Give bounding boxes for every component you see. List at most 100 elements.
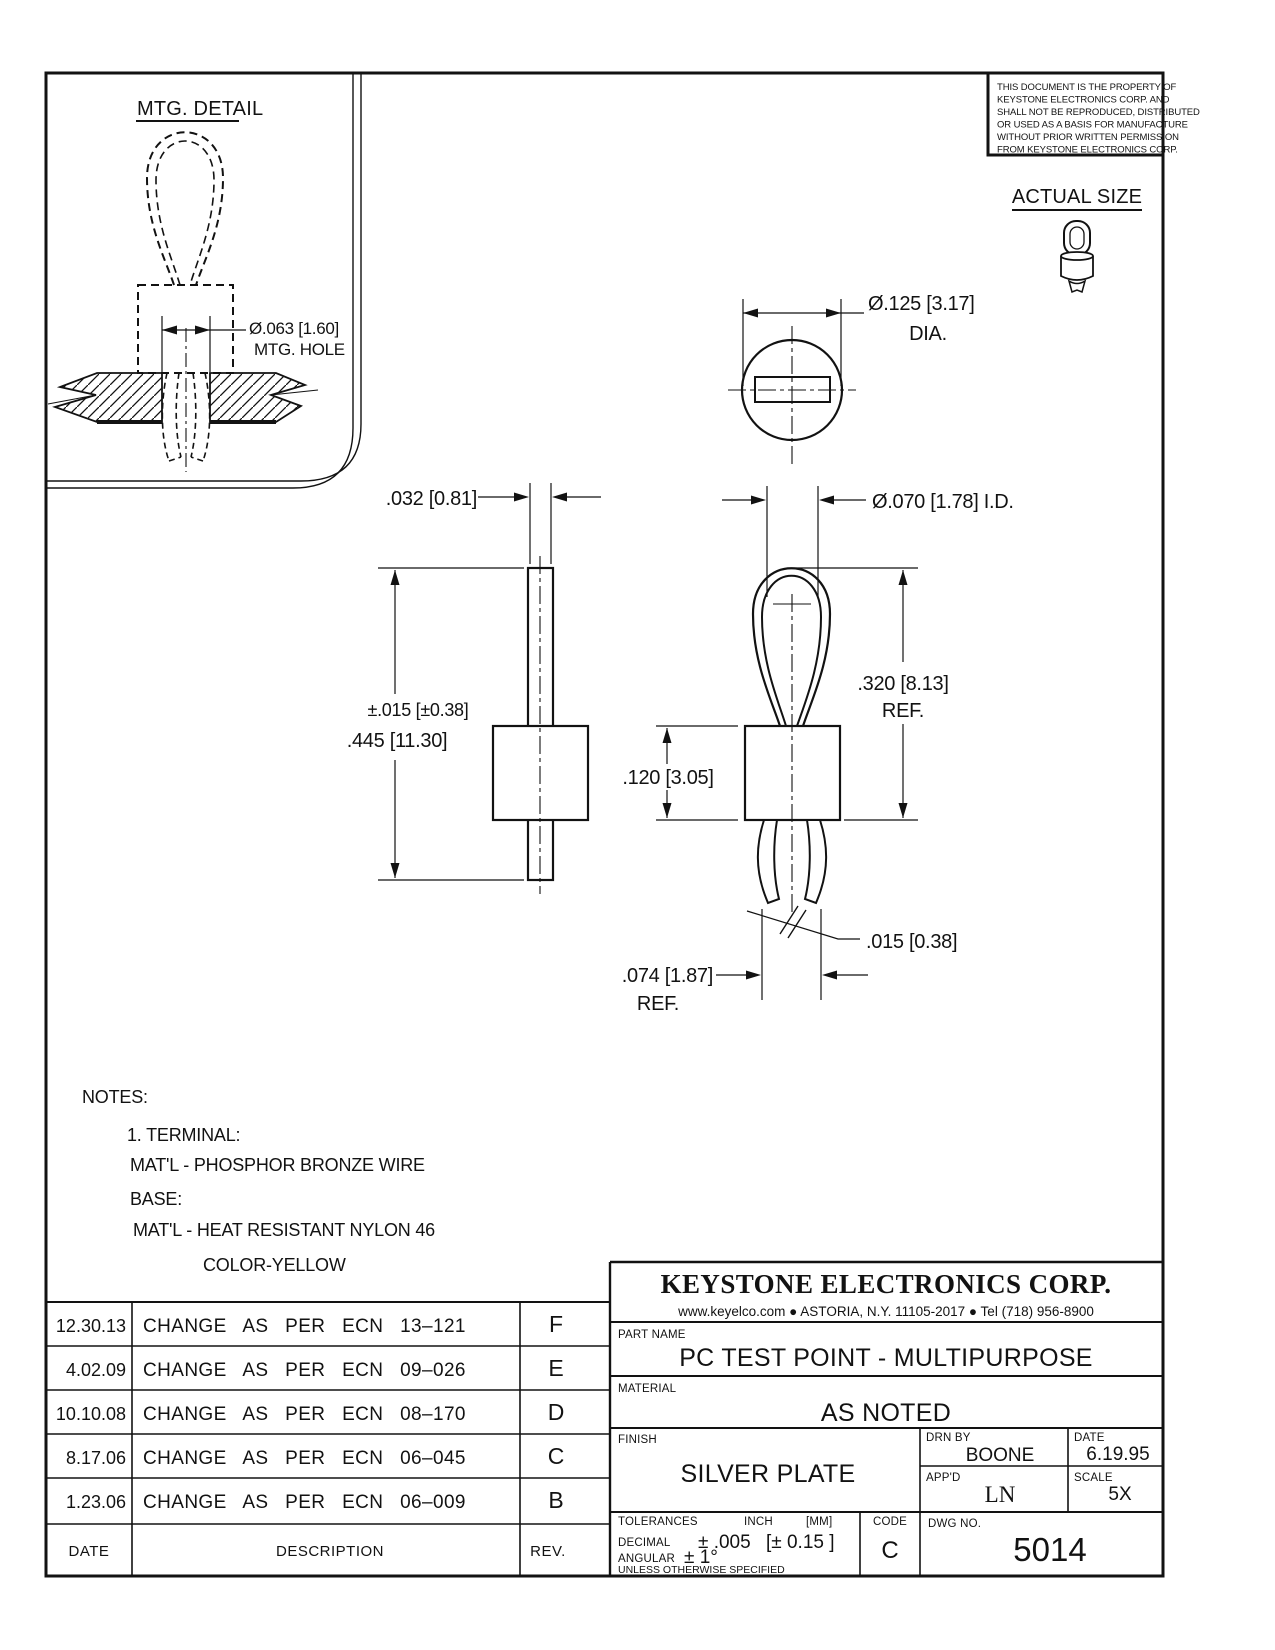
revision-table: 12.30.13 CHANGE AS PER ECN 13–121 F 4.02…	[46, 1301, 610, 1576]
revision-date: 8.17.06	[66, 1448, 126, 1468]
revision-date: 12.30.13	[56, 1316, 126, 1336]
revision-date: 10.10.08	[56, 1404, 126, 1424]
revision-letter: E	[548, 1355, 563, 1381]
mtg-leg	[175, 372, 182, 458]
pcb-section-right	[209, 372, 308, 423]
property-notice-line: FROM KEYSTONE ELECTRONICS CORP.	[997, 145, 1178, 156]
angular-label: ANGULAR	[618, 1553, 675, 1565]
mtg-leg	[161, 372, 170, 462]
loop-height-dimension: .320 [8.13]	[857, 673, 948, 695]
company-name: KEYSTONE ELECTRONICS CORP.	[661, 1269, 1112, 1299]
revision-description: CHANGE AS PER ECN 08–170	[143, 1404, 466, 1425]
decimal-label: DECIMAL	[618, 1537, 671, 1549]
loop-inner	[760, 574, 823, 727]
pcb-break-line	[47, 394, 97, 405]
property-notice-line: KEYSTONE ELECTRONICS CORP. AND	[997, 95, 1170, 106]
loop-id-dimension: Ø.070 [1.78] I.D.	[872, 491, 1014, 513]
notes-item: COLOR-YELLOW	[203, 1255, 346, 1275]
wire-dia-dimension: .015 [0.38]	[866, 931, 957, 953]
decimal-inch-value: ± .005	[698, 1532, 751, 1553]
drn-by-value: BOONE	[966, 1445, 1035, 1466]
pcb-break-line	[270, 389, 319, 396]
decimal-mm-value: [± 0.15 ]	[766, 1532, 835, 1553]
property-notice-line: SHALL NOT BE REPRODUCED, DISTRIBUTED	[997, 107, 1200, 118]
revision-row: 10.10.08 CHANGE AS PER ECN 08–170 D	[56, 1399, 564, 1425]
mtg-leg	[190, 372, 197, 458]
mtg-leg-tip	[190, 456, 204, 462]
blade-thickness-dimension: .032 [0.81]	[386, 488, 477, 510]
revision-row: 8.17.06 CHANGE AS PER ECN 06–045 C	[66, 1443, 564, 1469]
revision-row: 12.30.13 CHANGE AS PER ECN 13–121 F	[56, 1311, 563, 1337]
part-name-label: PART NAME	[618, 1329, 686, 1341]
notes-heading: NOTES:	[82, 1087, 148, 1107]
revision-header-description: DESCRIPTION	[276, 1543, 384, 1560]
overall-height-dimension: .445 [11.30]	[347, 730, 448, 752]
property-notice-line: WITHOUT PRIOR WRITTEN PERMISSION	[997, 132, 1179, 143]
mtg-leg	[202, 372, 211, 462]
appd-label: APP'D	[926, 1472, 961, 1484]
dwg-no-label: DWG NO.	[928, 1518, 981, 1530]
front-view: Ø.070 [1.78] I.D. .320 [8.13] REF. .120 …	[622, 486, 1014, 1015]
date-value: 6.19.95	[1086, 1444, 1149, 1465]
appd-value: LN	[985, 1482, 1016, 1507]
code-value: C	[881, 1537, 898, 1564]
property-notice: THIS DOCUMENT IS THE PROPERTY OF KEYSTON…	[986, 71, 1200, 157]
finish-value: SILVER PLATE	[681, 1460, 856, 1488]
mtg-detail-title: MTG. DETAIL	[137, 98, 263, 120]
mtg-leg-tip	[168, 456, 182, 462]
tolerances-label: TOLERANCES	[618, 1516, 698, 1528]
base-height-dimension: .120 [3.05]	[622, 767, 713, 789]
mtg-loop-inner	[155, 140, 215, 286]
front-leg-right	[803, 819, 828, 905]
revision-letter: F	[549, 1311, 563, 1337]
revision-header-date: DATE	[69, 1543, 110, 1560]
material-label: MATERIAL	[618, 1383, 677, 1395]
revision-description: CHANGE AS PER ECN 06–045	[143, 1448, 466, 1469]
height-tolerance: ±.015 [±0.38]	[368, 700, 469, 720]
mtg-detail-view: MTG. DETAIL Ø.063 [1.60] MTG. HOLE	[47, 98, 345, 472]
scale-value: 5X	[1108, 1484, 1132, 1505]
sheet-border	[44, 71, 1165, 1578]
notes-item: BASE:	[130, 1189, 182, 1209]
front-leg-left	[756, 819, 781, 905]
revision-header-rev: REV.	[530, 1543, 566, 1560]
property-notice-line: THIS DOCUMENT IS THE PROPERTY OF	[997, 82, 1177, 93]
loop-height-ref: REF.	[882, 700, 924, 722]
title-block: KEYSTONE ELECTRONICS CORP. www.keyelco.c…	[608, 1260, 1163, 1576]
mtg-loop-outer	[145, 131, 225, 286]
property-notice-line: OR USED AS A BASIS FOR MANUFACTURE	[997, 120, 1188, 131]
tolerances-mm-label: [MM]	[806, 1516, 832, 1528]
top-view: Ø.125 [3.17] DIA.	[728, 293, 975, 464]
mtg-hole-dimension: Ø.063 [1.60]	[249, 319, 339, 338]
notes-item: 1. TERMINAL:	[127, 1125, 240, 1145]
detail-panel-divider-inner	[46, 74, 362, 482]
revision-letter: C	[548, 1443, 565, 1469]
notes-section: NOTES: 1. TERMINAL: MAT'L - PHOSPHOR BRO…	[82, 1087, 435, 1275]
side-view: .032 [0.81] ±.015 [±0.38] .445 [11.30]	[347, 483, 601, 894]
revision-row: 4.02.09 CHANGE AS PER ECN 09–026 E	[66, 1355, 564, 1381]
property-notice-box	[986, 71, 1165, 157]
wire-slash	[787, 909, 807, 939]
revision-letter: B	[548, 1487, 563, 1513]
top-dia-dimension: Ø.125 [3.17]	[868, 293, 974, 315]
revision-description: CHANGE AS PER ECN 13–121	[143, 1316, 466, 1337]
mtg-hole-label: MTG. HOLE	[254, 340, 345, 359]
angular-value: ± 1°	[684, 1547, 718, 1568]
unless-specified-note: UNLESS OTHERWISE SPECIFIED	[618, 1564, 785, 1576]
notes-item: MAT'L - HEAT RESISTANT NYLON 46	[133, 1220, 435, 1240]
revision-table-header: DATE DESCRIPTION REV.	[69, 1543, 566, 1560]
company-contact: www.keyelco.com ● ASTORIA, N.Y. 11105-20…	[677, 1304, 1094, 1319]
revision-description: CHANGE AS PER ECN 06–009	[143, 1492, 466, 1513]
actual-size-view: ACTUAL SIZE	[1012, 186, 1142, 294]
tolerances-inch-label: INCH	[744, 1516, 773, 1528]
leader-line	[746, 910, 860, 940]
actual-size-part-icon	[1060, 220, 1094, 294]
dwg-no-value: 5014	[1013, 1531, 1086, 1568]
lead-span-dimension: .074 [1.87]	[622, 965, 713, 987]
revision-date: 1.23.06	[66, 1492, 126, 1512]
top-dia-suffix: DIA.	[909, 323, 947, 345]
notes-item: MAT'L - PHOSPHOR BRONZE WIRE	[130, 1155, 425, 1175]
drn-by-label: DRN BY	[926, 1432, 971, 1444]
